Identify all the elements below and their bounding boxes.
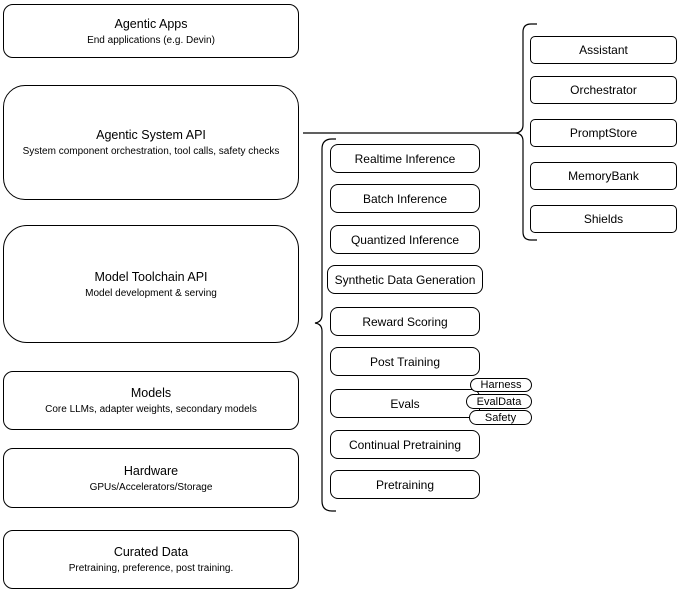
curated-data-subtitle: Pretraining, preference, post training. [68,563,234,574]
synthetic-data-generation-box: Synthetic Data Generation [327,265,483,294]
model-toolchain-api-subtitle: Model development & serving [85,287,217,299]
models-box: Models Core LLMs, adapter weights, secon… [3,371,299,430]
curated-data-box: Curated Data Pretraining, preference, po… [3,530,299,589]
evaldata-pill: EvalData [466,394,532,409]
curated-data-title: Curated Data [113,545,189,559]
post-training-box: Post Training [330,347,480,376]
batch-inference-box: Batch Inference [330,184,480,213]
shields-box: Shields [530,205,677,233]
agentic-apps-subtitle: End applications (e.g. Devin) [87,34,215,46]
assistant-box: Assistant [530,36,677,64]
promptstore-box: PromptStore [530,119,677,147]
continual-pretraining-box: Continual Pretraining [330,430,480,459]
system-group-brace [515,23,537,241]
agentic-system-api-box: Agentic System API System component orch… [3,85,299,200]
models-title: Models [130,386,172,400]
safety-pill: Safety [469,410,532,425]
memorybank-box: MemoryBank [530,162,677,190]
quantized-inference-box: Quantized Inference [330,225,480,254]
hardware-box: Hardware GPUs/Accelerators/Storage [3,448,299,508]
evals-box: Evals [330,389,480,418]
hardware-title: Hardware [123,463,179,478]
harness-pill: Harness [470,378,532,392]
agentic-apps-box: Agentic Apps End applications (e.g. Devi… [3,4,299,58]
agentic-system-api-subtitle: System component orchestration, tool cal… [22,146,280,157]
realtime-inference-box: Realtime Inference [330,144,480,173]
model-toolchain-api-title: Model Toolchain API [94,269,208,284]
agentic-system-api-title: Agentic System API [96,128,206,142]
orchestrator-box: Orchestrator [530,76,677,104]
hardware-subtitle: GPUs/Accelerators/Storage [89,481,213,493]
toolchain-group-brace [314,138,336,512]
model-toolchain-api-box: Model Toolchain API Model development & … [3,225,299,343]
models-subtitle: Core LLMs, adapter weights, secondary mo… [45,404,257,415]
pretraining-box: Pretraining [330,470,480,499]
agentic-apps-title: Agentic Apps [114,16,188,31]
reward-scoring-box: Reward Scoring [330,307,480,336]
